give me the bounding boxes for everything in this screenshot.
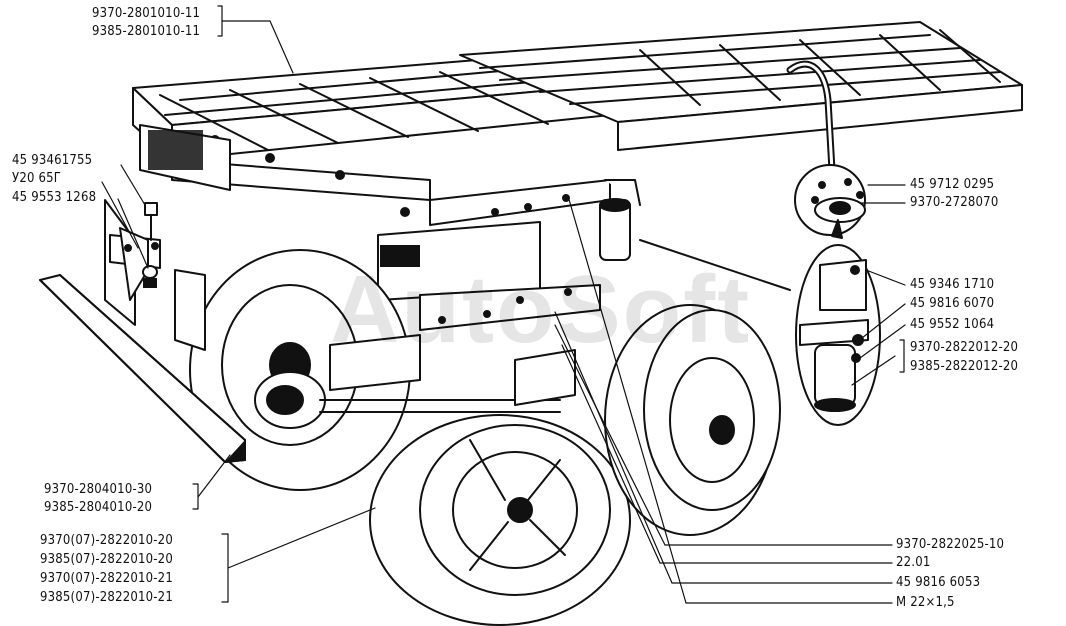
wheel-rear-left bbox=[189, 249, 411, 491]
label-bolt-1: 45 93461755 bbox=[12, 153, 93, 168]
label-right-1: 9370-2822025-10 bbox=[896, 537, 1005, 552]
wheel-front-left bbox=[369, 414, 631, 626]
small-cylinder bbox=[599, 179, 641, 261]
label-bolt-2: У20 65Г bbox=[12, 171, 62, 186]
label-right-2: 22.01 bbox=[896, 555, 931, 570]
label-bolt-3: 45 9553 1268 bbox=[12, 190, 97, 205]
label-top-1: 45 9712 0295 bbox=[910, 177, 995, 192]
label-mount-5: 9385-2822012-20 bbox=[910, 359, 1019, 374]
label-axle-3: 9370(07)-2822010-21 bbox=[40, 571, 173, 586]
label-frame-2: 9385-2801010-11 bbox=[92, 24, 201, 39]
label-axle-1: 9370(07)-2822010-20 bbox=[40, 533, 173, 548]
label-bumper-1: 9370-2804010-30 bbox=[44, 482, 153, 497]
label-axle-4: 9385(07)-2822010-21 bbox=[40, 590, 173, 605]
bolt-assembly bbox=[142, 202, 158, 288]
frame-right bbox=[459, 21, 1023, 174]
label-axle-2: 9385(07)-2822010-20 bbox=[40, 552, 173, 567]
bumper-brackets bbox=[104, 199, 206, 351]
label-mount-3: 45 9552 1064 bbox=[910, 317, 995, 332]
suspension-block bbox=[377, 221, 601, 331]
label-frame-1: 9370-2801010-11 bbox=[92, 6, 201, 21]
leader-lines bbox=[101, 5, 906, 604]
label-mount-4: 9370-2822012-20 bbox=[910, 340, 1019, 355]
brake-chamber bbox=[254, 371, 561, 429]
spring-pack bbox=[329, 334, 576, 406]
label-top-2: 9370-2728070 bbox=[910, 195, 999, 210]
label-bumper-2: 9385-2804010-20 bbox=[44, 500, 153, 515]
label-right-4: М 22×1,5 bbox=[896, 595, 955, 610]
label-mount-1: 45 9346 1710 bbox=[910, 277, 995, 292]
label-right-3: 45 9816 6053 bbox=[896, 575, 981, 590]
inset-disc bbox=[794, 164, 866, 239]
rear-crossmember bbox=[429, 179, 611, 226]
label-mount-2: 45 9816 6070 bbox=[910, 296, 995, 311]
wheel-rear-right bbox=[604, 304, 781, 536]
